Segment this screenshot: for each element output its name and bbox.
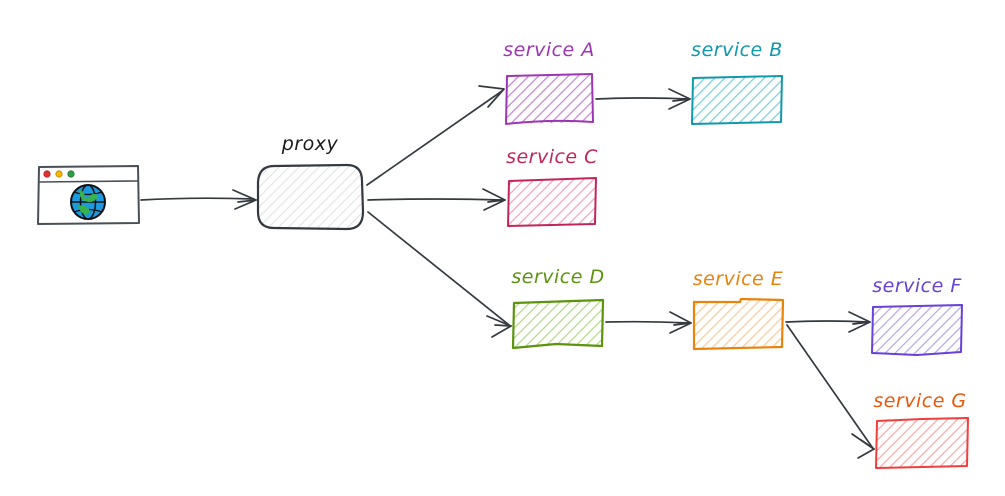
serviceA-box-outline bbox=[505, 73, 594, 125]
node-label-serviceC: service C bbox=[506, 146, 598, 168]
node-serviceA[interactable] bbox=[505, 73, 594, 125]
browser-dot-green bbox=[67, 170, 75, 178]
edge-serviceD-serviceE bbox=[605, 311, 692, 334]
node-serviceG[interactable] bbox=[875, 417, 969, 469]
serviceB-box-fill bbox=[692, 76, 782, 124]
proxy-box-outline bbox=[256, 163, 365, 231]
serviceE-box-outline bbox=[692, 297, 785, 351]
edge-proxy-serviceA bbox=[366, 85, 505, 186]
edge-proxy-serviceC bbox=[367, 188, 506, 211]
edge-serviceA-serviceB bbox=[595, 88, 691, 110]
globe-icon bbox=[70, 184, 106, 220]
node-proxy[interactable] bbox=[256, 163, 365, 231]
serviceB-box-outline bbox=[691, 75, 783, 125]
node-serviceC[interactable] bbox=[507, 177, 597, 227]
node-browser[interactable] bbox=[37, 165, 140, 225]
serviceF-box-outline bbox=[871, 304, 963, 356]
node-label-serviceB: service B bbox=[691, 39, 783, 61]
serviceD-box-outline bbox=[511, 298, 605, 350]
node-label-serviceA: service A bbox=[503, 39, 595, 61]
node-serviceD[interactable] bbox=[511, 298, 605, 350]
edge-proxy-serviceD bbox=[367, 211, 512, 338]
proxy-box-fill bbox=[258, 165, 363, 229]
edge-serviceE-serviceG bbox=[786, 324, 875, 459]
node-label-serviceG: service G bbox=[873, 390, 966, 412]
node-label-proxy: proxy bbox=[281, 133, 339, 155]
node-serviceE[interactable] bbox=[692, 297, 785, 351]
node-serviceB[interactable] bbox=[691, 75, 783, 125]
browser-window-frame bbox=[37, 165, 140, 225]
node-label-serviceD: service D bbox=[511, 266, 604, 288]
serviceG-box-outline bbox=[875, 417, 969, 469]
serviceA-box-fill bbox=[506, 74, 593, 124]
browser-dot-red bbox=[43, 170, 51, 178]
serviceC-box-fill bbox=[508, 178, 596, 226]
node-label-serviceE: service E bbox=[693, 268, 784, 290]
browser-dot-yellow bbox=[55, 170, 63, 178]
browser-titlebar-divider bbox=[38, 180, 139, 183]
edge-serviceE-serviceF bbox=[785, 311, 871, 333]
serviceC-box-outline bbox=[507, 177, 597, 227]
serviceE-box-fill bbox=[694, 299, 783, 349]
node-serviceF[interactable] bbox=[871, 304, 963, 356]
serviceD-box-fill bbox=[513, 300, 603, 348]
serviceF-box-fill bbox=[872, 305, 962, 355]
node-label-serviceF: service F bbox=[872, 275, 962, 297]
serviceG-box-fill bbox=[876, 418, 968, 468]
edge-browser-proxy bbox=[140, 189, 257, 210]
